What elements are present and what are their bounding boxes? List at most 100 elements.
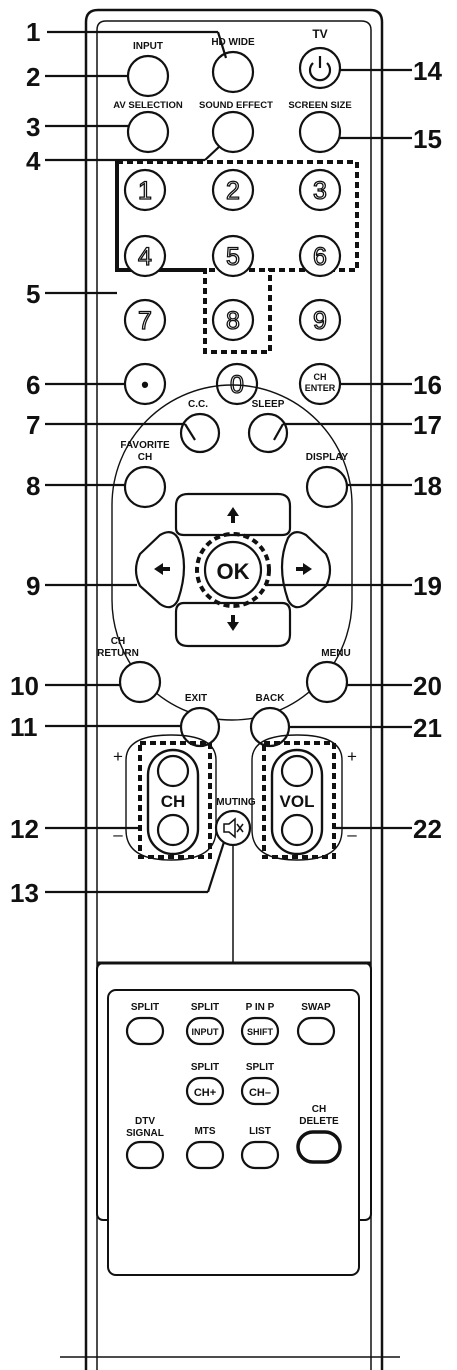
dtv-signal-label-line1: DTV — [135, 1116, 155, 1127]
callout-22: 22 — [413, 814, 442, 844]
callout-numbers: 1 2 3 4 5 6 7 8 9 10 11 12 13 14 15 16 1… — [10, 17, 442, 908]
dtv-signal-label-line2: SIGNAL — [126, 1128, 164, 1139]
digit-8-label: 8 — [226, 307, 240, 335]
ch-down-button[interactable] — [156, 813, 190, 847]
muting-label: MUTING — [216, 797, 256, 808]
display-label: DISPLAY — [306, 452, 349, 463]
mts-label: MTS — [194, 1126, 215, 1137]
input-button[interactable] — [126, 54, 170, 98]
remote-body-inner-outline — [96, 20, 372, 1370]
down-arrow-icon — [227, 615, 239, 631]
sleep-button[interactable] — [247, 412, 289, 454]
callout-16: 16 — [413, 370, 442, 400]
right-arrow-icon — [296, 563, 312, 575]
sound-effect-button[interactable] — [211, 110, 255, 154]
vol-minus-sign: – — [347, 825, 357, 844]
digit-1-label: 1 — [138, 177, 152, 205]
up-arrow-icon — [227, 507, 239, 523]
vol-rocker-label: VOL — [280, 792, 315, 811]
input-label: INPUT — [133, 41, 163, 52]
digit-5-button[interactable] — [211, 234, 255, 278]
ch-plus-sign: + — [113, 747, 123, 766]
ch-up-button[interactable] — [156, 754, 190, 788]
screen-size-button[interactable] — [298, 110, 342, 154]
dtv-signal-button[interactable] — [125, 1140, 165, 1170]
digit-1-button[interactable] — [123, 168, 167, 212]
ch-delete-button[interactable] — [296, 1130, 342, 1164]
ch-return-button[interactable] — [118, 660, 162, 704]
ch-enter-label-line1: CH — [314, 372, 327, 382]
screen-size-label: SCREEN SIZE — [288, 100, 351, 111]
av-selection-button[interactable] — [126, 110, 170, 154]
pinp-shift-button[interactable] — [240, 1016, 280, 1046]
menu-button[interactable] — [305, 660, 349, 704]
speaker-mute-icon — [223, 817, 244, 839]
callout-19: 19 — [413, 571, 442, 601]
display-button[interactable] — [305, 465, 349, 509]
split-chminus-button[interactable] — [240, 1076, 280, 1106]
digit-2-button[interactable] — [211, 168, 255, 212]
back-label: BACK — [256, 693, 286, 704]
back-button[interactable] — [249, 706, 291, 748]
callout-10: 10 — [10, 671, 39, 701]
callout-5: 5 — [26, 279, 40, 309]
left-arrow-icon — [154, 563, 170, 575]
callout-14: 14 — [413, 56, 442, 86]
vol-up-button[interactable] — [280, 754, 314, 788]
exit-button[interactable] — [179, 706, 221, 748]
muting-button[interactable] — [214, 809, 252, 847]
digit-8-button[interactable] — [211, 298, 255, 342]
callout-line-13b — [206, 841, 226, 893]
favorite-label-line1: FAVORITE — [120, 440, 170, 451]
callout-9: 9 — [26, 571, 40, 601]
ok-label: OK — [217, 559, 250, 584]
lower-panel-buttons: SPLIT SPLIT INPUT P IN P SHIFT SWAP SPLI… — [125, 1002, 342, 1170]
menu-label: MENU — [321, 648, 350, 659]
list-button[interactable] — [240, 1140, 280, 1170]
cc-button[interactable] — [179, 412, 221, 454]
digit-2-label: 2 — [226, 177, 240, 205]
callout-1: 1 — [26, 17, 40, 47]
swap-label: SWAP — [301, 1002, 331, 1013]
split-input-button-text: INPUT — [192, 1027, 220, 1037]
split-chplus-label: SPLIT — [191, 1062, 219, 1073]
digit-0-button[interactable] — [215, 362, 259, 406]
dot-label: • — [141, 372, 149, 397]
digit-5-label: 5 — [226, 243, 240, 271]
vol-down-button[interactable] — [280, 813, 314, 847]
digit-7-button[interactable] — [123, 298, 167, 342]
remote-body-outline — [84, 8, 384, 1370]
split-button[interactable] — [125, 1016, 165, 1046]
digit-3-button[interactable] — [298, 168, 342, 212]
callout-lines — [45, 30, 412, 894]
callout-11: 11 — [10, 712, 38, 742]
mts-button[interactable] — [185, 1140, 225, 1170]
digit-6-label: 6 — [313, 243, 327, 271]
digit-6-button[interactable] — [298, 234, 342, 278]
power-icon — [308, 56, 332, 82]
callout-line-7b — [184, 423, 196, 441]
callout-21: 21 — [413, 713, 442, 743]
cc-label: C.C. — [188, 399, 208, 410]
split-chplus-button[interactable] — [185, 1076, 225, 1106]
digit-9-label: 9 — [313, 307, 327, 335]
volume-rocker: VOL + – — [251, 734, 357, 861]
digit-4-button[interactable] — [123, 234, 167, 278]
hd-wide-button[interactable] — [211, 50, 255, 94]
callout-line-17b — [273, 423, 284, 441]
split-input-button[interactable] — [185, 1016, 225, 1046]
favorite-ch-button[interactable] — [123, 465, 167, 509]
ok-button[interactable] — [203, 540, 263, 600]
callout-4: 4 — [26, 146, 41, 176]
digit-9-button[interactable] — [298, 298, 342, 342]
pinp-label: P IN P — [246, 1002, 275, 1013]
split-input-label: SPLIT — [191, 1002, 219, 1013]
swap-button[interactable] — [296, 1016, 336, 1046]
ch-return-label-line2: RETURN — [97, 648, 139, 659]
vol-dashed-box — [262, 741, 336, 859]
callout-6: 6 — [26, 370, 40, 400]
callout-20: 20 — [413, 671, 442, 701]
callout-2: 2 — [26, 62, 40, 92]
dpad-surround-ring — [111, 384, 353, 721]
